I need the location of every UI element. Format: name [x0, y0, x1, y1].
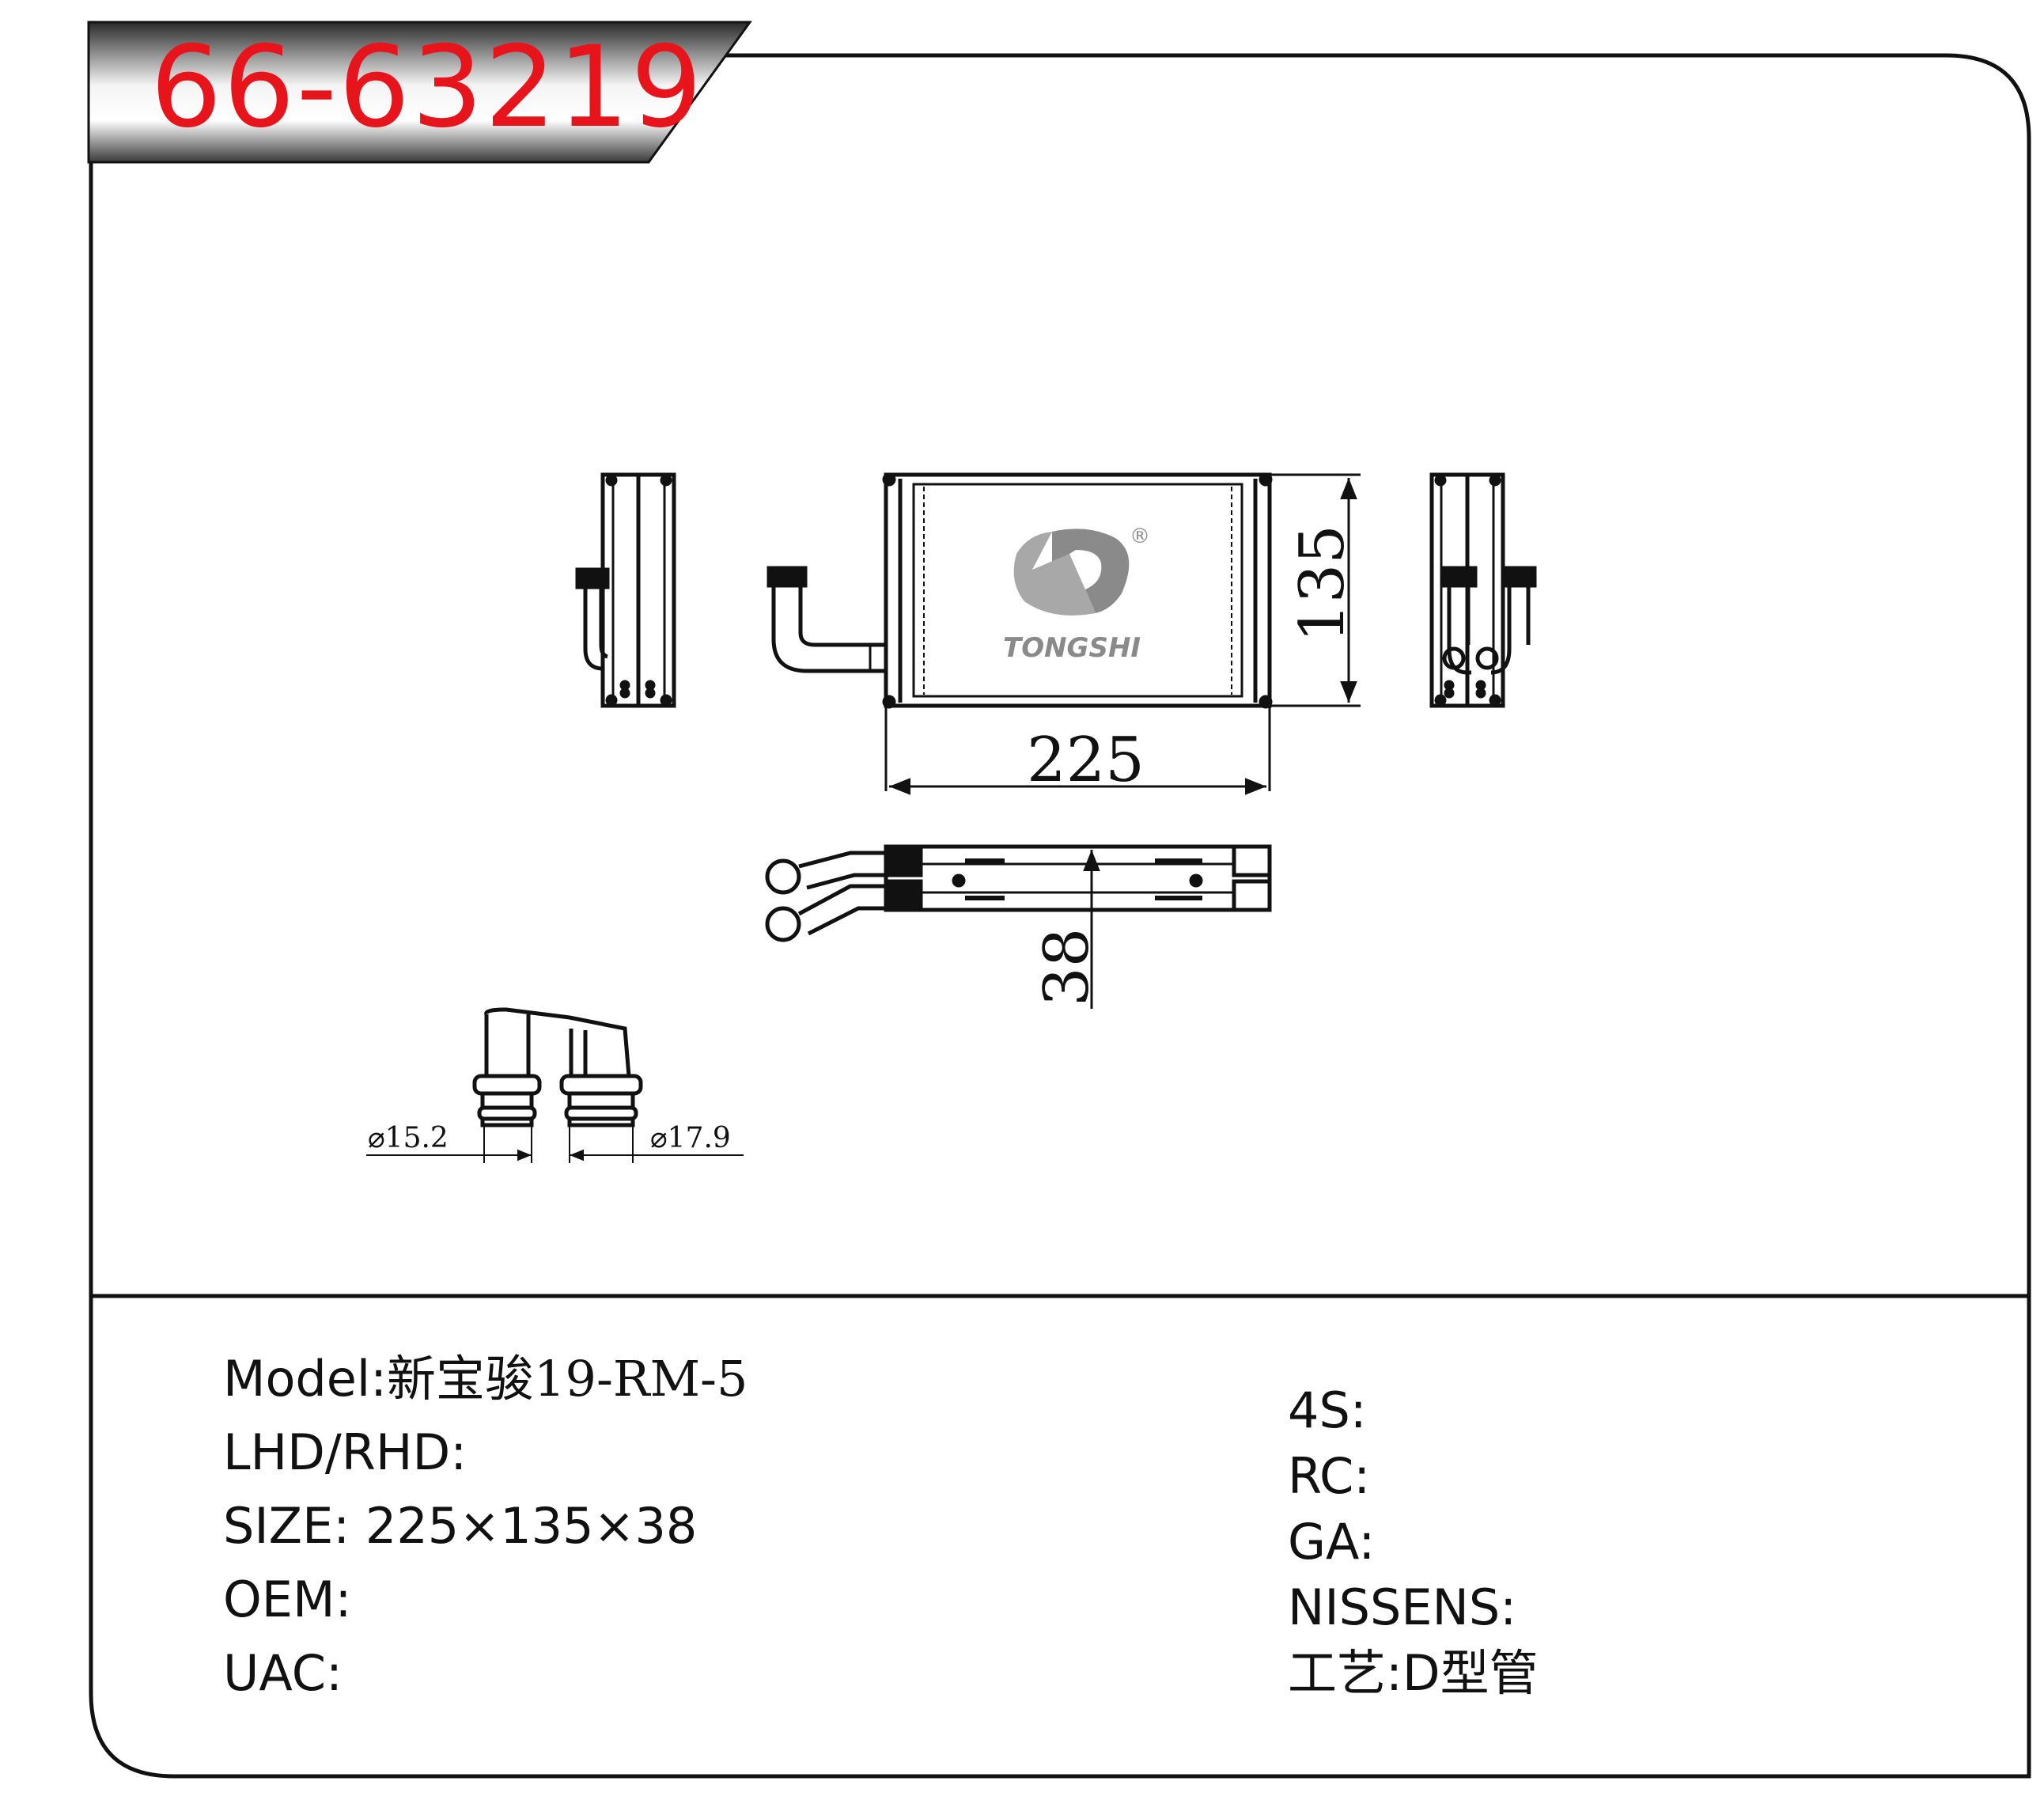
spec-model-value: 新宝骏19-RM-5	[387, 1350, 748, 1408]
pipe-diameter-dimensions	[366, 1125, 744, 1163]
spec-rc-label: RC:	[1288, 1447, 1371, 1505]
spec-uac-label: UAC:	[223, 1644, 343, 1702]
spec-rc: RC:	[1288, 1452, 1370, 1501]
spec-nissens-label: NISSENS:	[1288, 1578, 1517, 1636]
spec-lhd-rhd-label: LHD/RHD:	[223, 1423, 467, 1481]
front-view	[766, 472, 1273, 709]
pipe-detail	[472, 1007, 643, 1127]
spec-ga-label: GA:	[1288, 1513, 1376, 1571]
width-dimension	[884, 706, 1271, 795]
spec-size: SIZE: 225×135×38	[223, 1502, 697, 1551]
spec-4s: 4S:	[1288, 1386, 1367, 1435]
right-side-view	[1429, 472, 1537, 708]
spec-model-label: Model:	[223, 1350, 388, 1408]
spec-oem: OEM:	[223, 1575, 351, 1624]
spec-uac: UAC:	[223, 1649, 343, 1698]
height-dimension	[1270, 473, 1361, 707]
registered-mark: ®	[1130, 525, 1150, 548]
height-dimension-label: 135	[1287, 525, 1358, 642]
pipe-diameter-right-label: ⌀17.9	[650, 1122, 731, 1154]
spec-size-label: SIZE:	[223, 1497, 350, 1555]
title-banner	[87, 21, 752, 164]
spec-lhd-rhd: LHD/RHD:	[223, 1428, 467, 1477]
tongshi-logo: ® TONGSHI	[1003, 525, 1150, 664]
width-dimension-label: 225	[1027, 725, 1145, 796]
depth-dimension-label: 38	[1031, 928, 1103, 1006]
logo-text: TONGSHI	[1003, 632, 1141, 664]
spec-nissens: NISSENS:	[1288, 1583, 1516, 1632]
sheet-frame	[89, 53, 2031, 1779]
part-number: 66-63219	[150, 22, 704, 153]
spec-process: 工艺:D型管	[1288, 1649, 1539, 1698]
spec-ga: GA:	[1288, 1518, 1375, 1567]
spec-size-value: 225×135×38	[365, 1497, 698, 1555]
spec-model: Model:新宝骏19-RM-5	[223, 1355, 748, 1404]
spec-process-value: D型管	[1402, 1644, 1539, 1702]
spec-4s-label: 4S:	[1288, 1381, 1367, 1439]
spec-oem-label: OEM:	[223, 1571, 352, 1628]
spec-process-label: 工艺:	[1288, 1644, 1402, 1702]
pipe-diameter-left-label: ⌀15.2	[368, 1122, 449, 1154]
top-view	[765, 844, 1272, 942]
left-side-view	[575, 472, 676, 708]
